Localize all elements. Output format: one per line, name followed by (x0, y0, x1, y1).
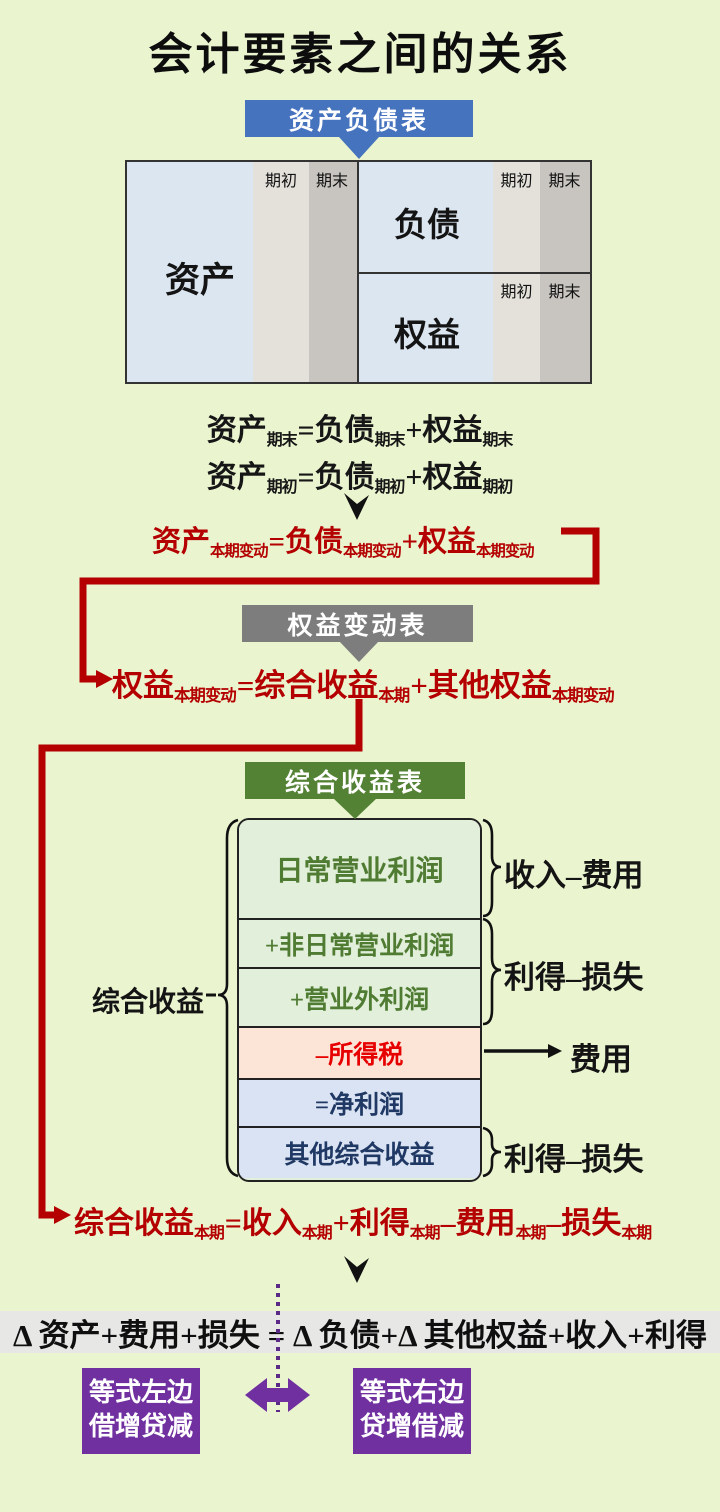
label-gains-losses-bottom: 利得–损失 (504, 1142, 644, 1177)
equity-cell-label: 权益 (394, 318, 460, 354)
label-expense: 费用 (570, 1042, 632, 1077)
equation-beginning-balance: 资产期初=负债期初+权益期初 (206, 461, 514, 497)
balance-sheet-table: 期初 期末 期初 期末 期初 期末 资产 负债 权益 (125, 160, 592, 384)
stack-row-income-tax: –所得税 (239, 1026, 480, 1078)
stack-row-net-profit: =净利润 (239, 1078, 480, 1126)
balance-sheet-header: 资产负债表 (245, 100, 473, 137)
col-begin-label: 期初 (500, 173, 533, 190)
equation-bs-change: 资产本期变动=负债本期变动+权益本期变动 (152, 526, 534, 561)
right-rule-line1: 等式右边 (359, 1378, 464, 1409)
left-rule-box: 等式左边 借增贷减 (82, 1368, 200, 1454)
equity-statement-header: 权益变动表 (242, 605, 473, 642)
right-rule-line2: 贷增借减 (359, 1412, 464, 1442)
col-begin-label: 期初 (264, 173, 297, 190)
page-title: 会计要素之间的关系 (148, 29, 572, 80)
equation-ending-balance: 资产期末=负债期末+权益期末 (206, 414, 514, 450)
bottom-band: Δ 资产+费用+损失 = Δ 负债+Δ 其他权益+收入+利得 (0, 1311, 720, 1353)
assets-begin-stripe (253, 162, 309, 382)
table-vertical-divider (357, 162, 359, 382)
down-check-arrow-2 (344, 1256, 369, 1283)
brace-gains-losses-top (482, 917, 502, 1026)
connector-ci-arrowhead (54, 1206, 71, 1224)
brace-revenue-expense (482, 818, 502, 918)
income-statement-header: 综合收益表 (245, 762, 465, 799)
liabilities-cell-label: 负债 (394, 208, 460, 244)
brace-gains-losses-bottom (482, 1126, 502, 1178)
left-rule-line2: 借增贷减 (88, 1412, 193, 1442)
left-rule-line1: 等式左边 (88, 1378, 193, 1409)
double-arrow (245, 1378, 310, 1412)
balance-sheet-arrow (339, 137, 379, 159)
stack-row-nonroutine-profit: +非日常营业利润 (239, 918, 480, 967)
label-revenue-expense: 收入–费用 (504, 858, 644, 893)
col-end-label: 期末 (548, 173, 581, 190)
equity-statement-arrow (339, 641, 379, 662)
delta-equation: Δ 资产+费用+损失 = Δ 负债+Δ 其他权益+收入+利得 (13, 1317, 707, 1353)
table-horizontal-divider (359, 272, 590, 274)
income-stack: 日常营业利润 +非日常营业利润 +营业外利润 –所得税 =净利润 其他综合收益 (237, 818, 482, 1182)
equation-comprehensive-income: 综合收益本期=收入本期+利得本期–费用本期–损失本期 (74, 1207, 652, 1243)
stack-row-operating-profit: 日常营业利润 (239, 820, 480, 918)
equation-equity-change: 权益本期变动=综合收益本期+其他权益本期变动 (112, 668, 615, 706)
stack-row-other-comprehensive-income: 其他综合收益 (239, 1126, 480, 1178)
income-statement-arrow (333, 798, 377, 819)
col-end-label: 期末 (315, 173, 348, 190)
assets-cell-label: 资产 (164, 261, 235, 300)
connector-bs-arrowhead (96, 670, 113, 688)
col-begin-label: 期初 (500, 284, 533, 301)
assets-end-stripe (309, 162, 357, 382)
col-end-label: 期末 (548, 284, 581, 301)
stack-row-nonoperating-profit: +营业外利润 (239, 967, 480, 1026)
tax-expense-arrowhead (548, 1044, 562, 1058)
label-gains-losses-top: 利得–损失 (504, 960, 644, 995)
right-rule-box: 等式右边 贷增借减 (353, 1368, 471, 1454)
left-brace (217, 818, 239, 1178)
comprehensive-income-label: 综合收益 (92, 987, 205, 1018)
